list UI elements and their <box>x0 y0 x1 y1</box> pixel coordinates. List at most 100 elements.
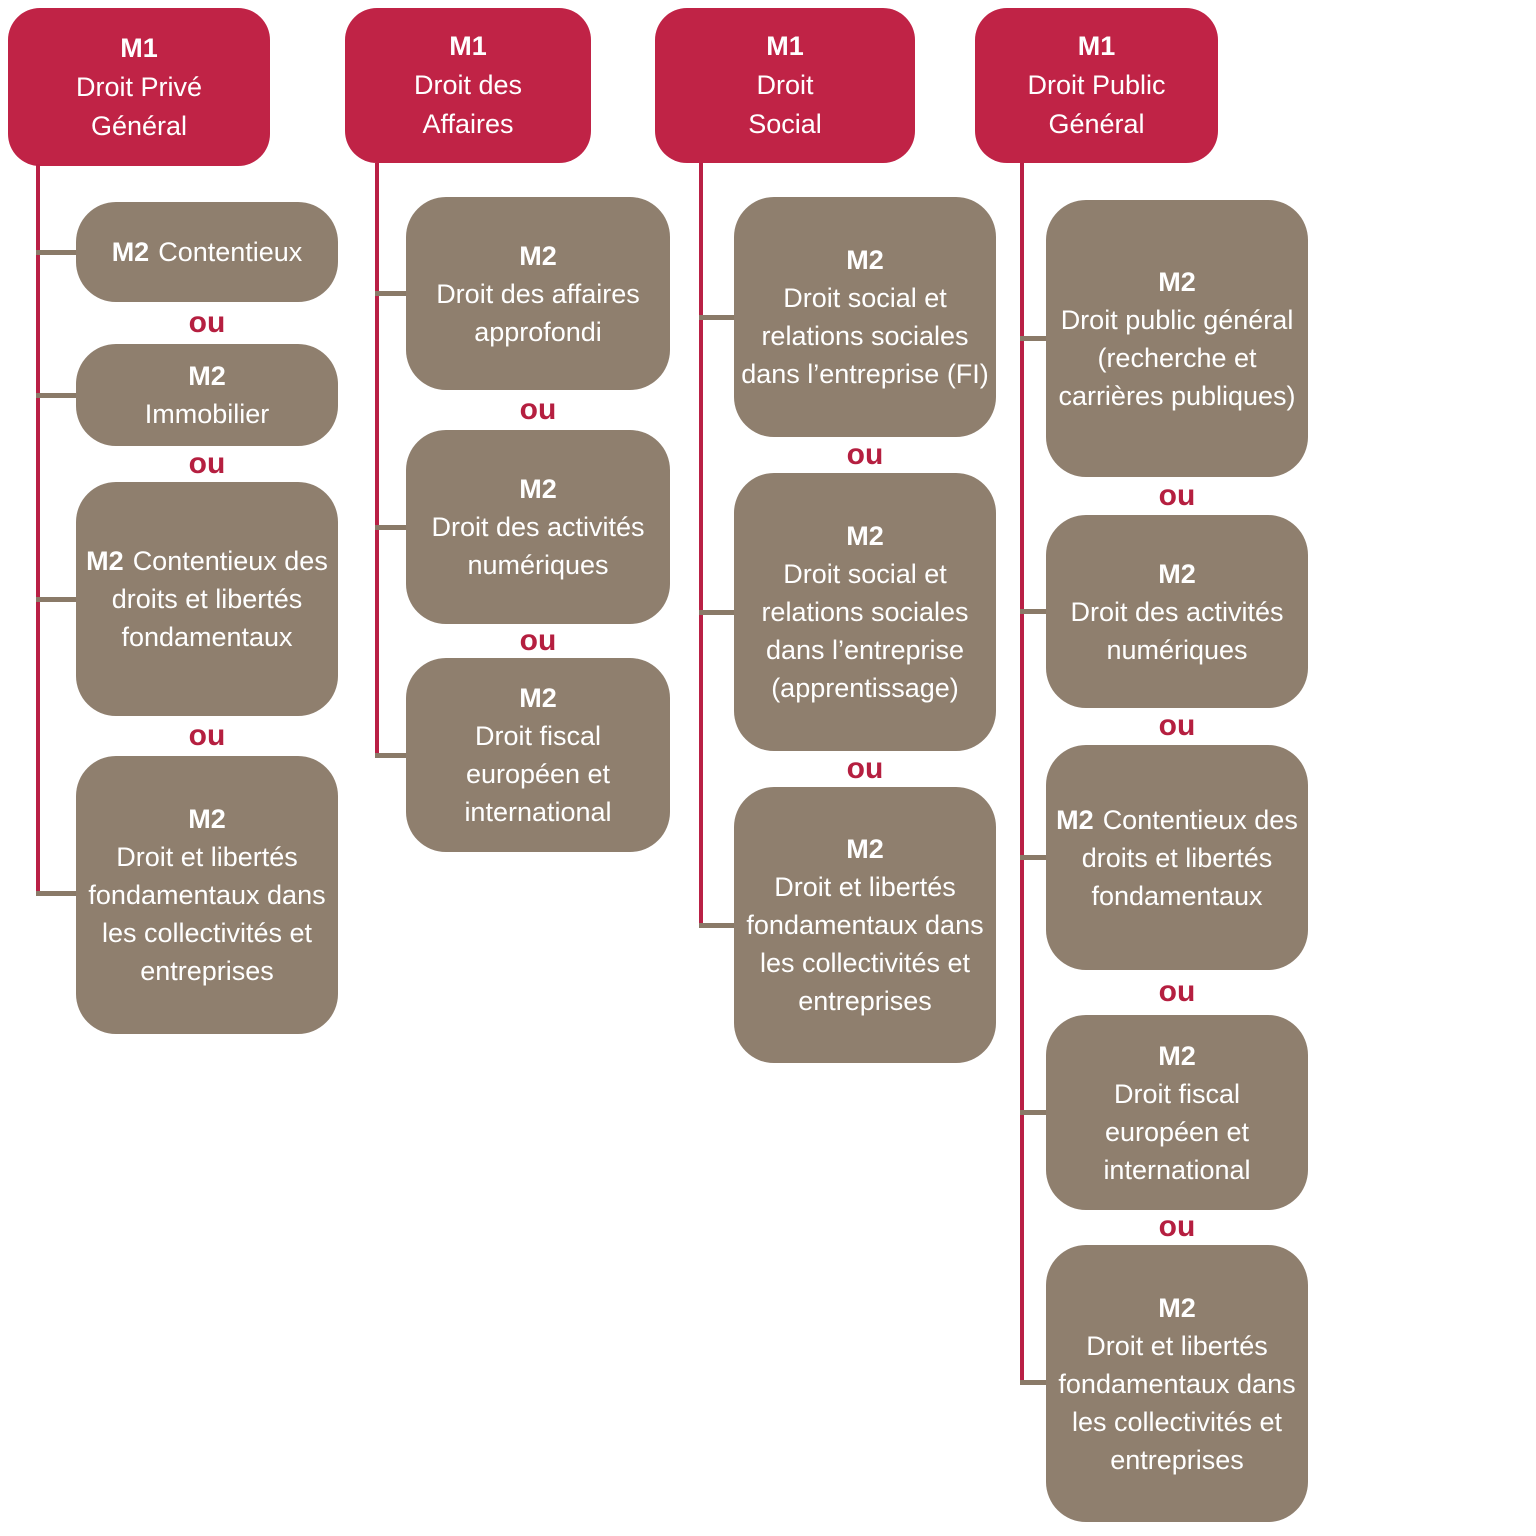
m2-title: M2 <box>86 546 124 576</box>
m2-title: M2 <box>846 521 884 551</box>
m2-label: Contentieux <box>158 237 303 267</box>
m2-title: M2 <box>1056 804 1094 835</box>
ou-separator: ou <box>1158 975 1196 1008</box>
connector-trunk <box>375 163 379 755</box>
connector-stub <box>1020 609 1046 614</box>
m2-title: M2 <box>1158 1292 1196 1323</box>
connector-stub <box>375 291 406 296</box>
ou-separator: ou <box>188 719 226 752</box>
ou-separator: ou <box>1158 709 1196 742</box>
m2-label: Droit des affaires approfondi <box>436 278 640 347</box>
m2-label: Droit des activités numériques <box>431 512 645 580</box>
m2-label: Droit fiscal européen et international <box>464 721 612 827</box>
m2-label: Droit fiscal européen et international <box>1103 1078 1251 1185</box>
connector-stub <box>1020 855 1046 860</box>
connector-stub <box>375 525 406 530</box>
connector-trunk <box>36 164 40 895</box>
m2-title: M2 <box>1158 558 1196 589</box>
m1-label: Droit Social <box>748 70 822 139</box>
m2-title: M2 <box>188 361 226 391</box>
connector-stub <box>1020 336 1046 341</box>
m1-title: M1 <box>449 31 487 61</box>
connector-stub <box>36 597 76 602</box>
connector-stub <box>1020 1380 1046 1385</box>
ou-separator: ou <box>188 447 226 480</box>
m2-label: Contentieux des droits et libertés fonda… <box>1081 804 1298 911</box>
connector-stub <box>1020 1110 1046 1115</box>
m2-label: Droit et libertés fondamentaux dans les … <box>746 872 984 1016</box>
m2-title: M2 <box>1158 266 1196 297</box>
m1-title: M1 <box>120 32 158 63</box>
connector-stub <box>699 315 734 320</box>
m2-label: Droit et libertés fondamentaux dans les … <box>88 842 326 986</box>
ou-separator: ou <box>1158 1210 1196 1243</box>
connector-trunk <box>1020 163 1024 1385</box>
m2-label: Droit social et relations sociales dans … <box>741 283 989 389</box>
ou-separator: ou <box>1158 479 1196 512</box>
connector-trunk <box>699 163 703 927</box>
ou-separator: ou <box>846 438 884 471</box>
m2-label: Immobilier <box>144 399 270 429</box>
ou-separator: ou <box>519 624 557 657</box>
m2-label: Droit public général (recherche et carri… <box>1058 304 1296 411</box>
m2-title: M2 <box>519 474 557 504</box>
m2-title: M2 <box>519 683 557 713</box>
m2-title: M2 <box>846 834 884 864</box>
connector-stub <box>36 891 76 896</box>
m2-text: M2 Contentieux <box>112 233 303 271</box>
m1-label: Droit Privé Général <box>75 71 203 141</box>
m2-contentieux: M2 Contentieux <box>76 202 338 302</box>
m1-label: Droit des Affaires <box>413 70 523 139</box>
ou-separator: ou <box>519 393 557 426</box>
m1-label: Droit Public Général <box>1027 70 1166 139</box>
connector-stub <box>375 753 406 758</box>
m2-label: Droit et libertés fondamentaux dans les … <box>1058 1330 1296 1475</box>
connector-stub <box>699 610 734 615</box>
m1-title: M1 <box>1077 31 1116 61</box>
m1-title: M1 <box>766 31 804 61</box>
m2-title: M2 <box>846 245 884 275</box>
ou-separator: ou <box>188 306 226 339</box>
ou-separator: ou <box>846 752 884 785</box>
m2-label: Contentieux des droits et libertés fonda… <box>111 546 328 652</box>
m2-title: M2 <box>1158 1040 1196 1071</box>
m2-label: Droit social et relations sociales dans … <box>761 559 969 703</box>
m2-title: M2 <box>111 237 150 267</box>
connector-stub <box>36 393 76 398</box>
